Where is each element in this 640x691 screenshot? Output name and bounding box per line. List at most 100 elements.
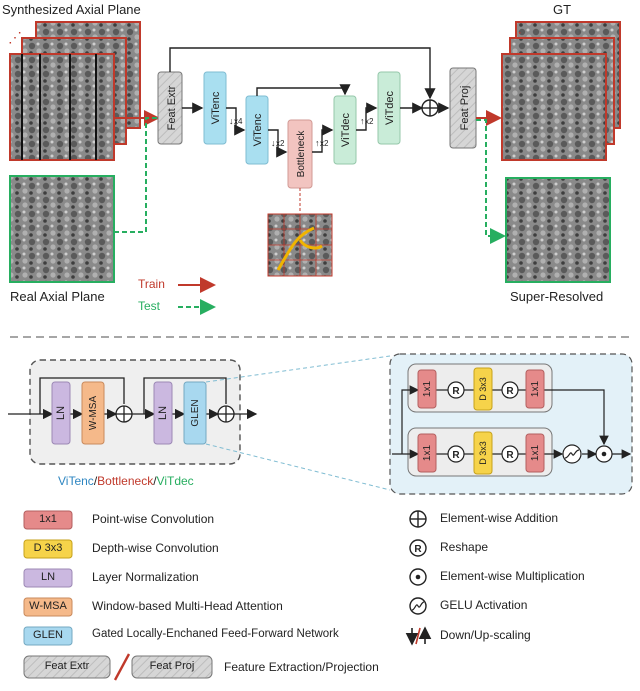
legend-text-scaling: Down/Up-scaling [440, 628, 531, 642]
legend-scaling-icon [405, 626, 432, 646]
up-x2-a: x2 [320, 139, 329, 148]
legend-text-dconv: Depth-wise Convolution [92, 541, 219, 555]
legend-key-wmsa: W-MSA [29, 600, 67, 612]
legend-multiply-icon [409, 568, 427, 586]
feat-extr-label: Feat Extr [166, 85, 178, 130]
legend-text-wmsa: Window-based Multi-Head Attention [92, 599, 283, 613]
caption-sep-2: / [153, 474, 157, 488]
legend-swatch-1x1 [23, 510, 73, 530]
glen-block [183, 381, 207, 445]
zoom-line-top [205, 355, 391, 383]
glen-label: GLEN [190, 399, 201, 426]
super-resolved-label: Super-Resolved [510, 289, 604, 304]
legend-text-multiply: Element-wise Multiplication [440, 569, 585, 583]
svg-text:⋰: ⋰ [8, 29, 22, 45]
glen-flow [392, 385, 632, 459]
test-label: Test [138, 299, 161, 313]
addition-node [421, 99, 439, 117]
vitdec-2-label: ViTdec [384, 90, 396, 125]
top-conv1x1-a-label: 1x1 [422, 381, 433, 398]
svg-text:↓: ↓ [229, 116, 234, 126]
down-x2: x2 [276, 139, 285, 148]
reshape-c-label: R [452, 450, 460, 461]
caption-sep-1: / [93, 474, 98, 488]
vitenc-1-label: ViTenc [210, 91, 222, 124]
glen-bot-dconv [473, 431, 493, 475]
legend-swatch-ln [23, 568, 73, 588]
glen-bot-reshape-b [501, 445, 519, 463]
glen-top-conv1x1-b [525, 369, 545, 409]
top-conv1x1-b-label: 1x1 [530, 381, 541, 398]
caption-bott: Bottleneck [97, 474, 154, 488]
svg-text:⋰: ⋰ [508, 29, 522, 45]
legend-key-glen: GLEN [33, 629, 63, 641]
feat-proj-label: Feat Proj [459, 86, 471, 131]
legend-key-dconv: D 3x3 [33, 542, 63, 554]
test-output-arrow [476, 119, 506, 244]
up-x2-b: x2 [365, 117, 374, 126]
legend-text-gelu: GELU Activation [440, 598, 528, 612]
ln-1-label: LN [55, 406, 67, 420]
legend-slash [113, 653, 131, 681]
legend-swatch-dconv [23, 539, 73, 559]
transformer-flow [8, 377, 258, 420]
legend-swatch-wmsa [23, 597, 73, 617]
zoom-line-bottom [205, 443, 391, 491]
feat-proj-block [449, 67, 477, 149]
svg-text:↑: ↑ [360, 116, 365, 126]
vitenc-2-label: ViTenc [252, 113, 264, 146]
add-node-2 [217, 405, 235, 423]
ln-2-label: LN [157, 406, 169, 420]
real-axial-image [9, 175, 115, 283]
wmsa-label: W-MSA [88, 396, 99, 431]
add-node-1 [115, 405, 133, 423]
train-label: Train [138, 277, 165, 291]
bottleneck-label: Bottleneck [296, 130, 307, 178]
vitdec-1-label: ViTdec [340, 112, 352, 147]
reshape-a-label: R [452, 386, 460, 397]
super-resolved-image [505, 177, 611, 283]
caption-dec: ViTdec [156, 474, 194, 488]
reshape-b-label: R [506, 386, 514, 397]
glen-bot-reshape-a [447, 445, 465, 463]
reshape-d-label: R [506, 450, 514, 461]
wmsa-block [81, 381, 105, 445]
glen-top-reshape-b [501, 381, 519, 399]
legend-reshape-letter: R [414, 544, 422, 555]
bot-dconv-label: D 3x3 [478, 441, 488, 465]
glen-bot-conv1x1-b [525, 433, 545, 473]
legend-feat-extr-text: Feat Extr [44, 660, 90, 672]
legend-feat-proj-text: Feat Proj [149, 660, 195, 672]
svg-text:↑: ↑ [315, 138, 320, 148]
down-x4: x4 [234, 117, 243, 126]
legend-text-glen: Gated Locally-Enchaned Feed-Forward Netw… [92, 628, 339, 640]
block-caption: ViTenc/Bottleneck/ViTdec [58, 474, 194, 488]
glen-top-reshape-a [447, 381, 465, 399]
caption-enc: ViTenc [58, 474, 94, 488]
gt-label: GT [553, 2, 572, 17]
svg-text:↓: ↓ [271, 138, 276, 148]
main-flow-arrows [169, 47, 450, 158]
legend-gelu-icon [409, 597, 427, 615]
legend-text-ln: Layer Normalization [92, 570, 199, 584]
gelu-node [562, 444, 582, 464]
legend-text-addition: Element-wise Addition [440, 511, 559, 525]
legend-swatch-glen [23, 626, 73, 646]
legend-key-ln: LN [40, 571, 56, 583]
bot-conv1x1-b-label: 1x1 [530, 445, 541, 462]
glen-top-conv1x1-a [417, 369, 437, 409]
glen-top-dconv [473, 367, 493, 411]
attention-grid [267, 213, 333, 277]
bot-conv1x1-a-label: 1x1 [422, 445, 433, 462]
legend-reshape-icon [409, 539, 427, 557]
test-input-arrow [114, 117, 158, 233]
legend-feat-caption: Feature Extraction/Projection [224, 660, 379, 674]
legend-text-1x1: Point-wise Convolution [92, 512, 215, 526]
real-axial-label: Real Axial Plane [10, 289, 105, 304]
legend-add-icon [409, 510, 427, 528]
ln-block-1 [51, 381, 71, 445]
ln-block-2 [153, 381, 173, 445]
legend-feat-proj-swatch [131, 655, 213, 679]
